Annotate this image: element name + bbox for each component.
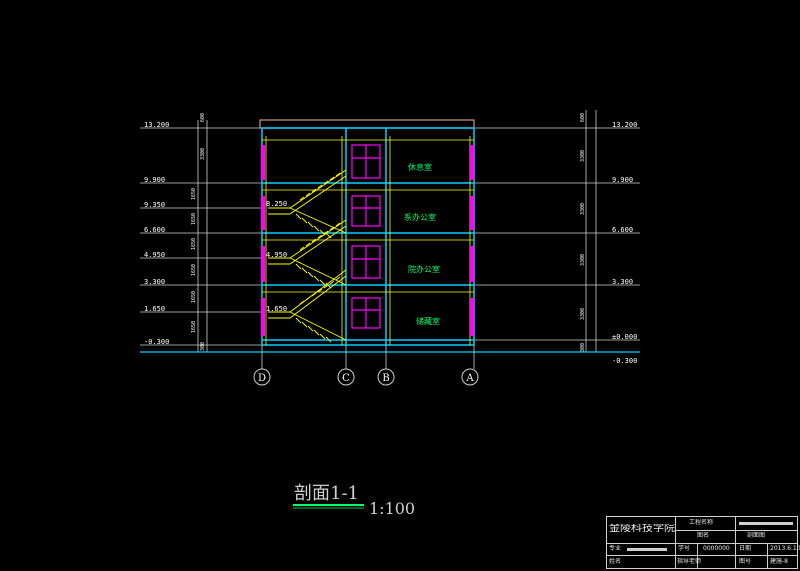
stair-flights xyxy=(268,169,347,343)
dim-right-5: 3300 xyxy=(580,308,586,320)
school-name: 金陵科技学院 xyxy=(609,524,675,532)
label-teacher: 指导老师 xyxy=(677,558,702,565)
left-dimension-chain xyxy=(140,120,262,352)
landing-level-1: 8.250 xyxy=(266,200,287,208)
label-name: 姓名 xyxy=(609,558,622,565)
level-left-2: 9.900 xyxy=(144,176,165,184)
dim-left-5: 1650 xyxy=(191,238,197,250)
level-right-2: 9.900 xyxy=(612,176,633,184)
level-left-7: 1.650 xyxy=(144,305,165,313)
level-left-5: 4.950 xyxy=(144,251,165,259)
student-no-value: 0000000 xyxy=(703,545,730,552)
landing-level-3: 1.650 xyxy=(266,305,287,313)
level-left-6: 3.300 xyxy=(144,278,165,286)
axis-label-c: C xyxy=(342,373,350,384)
level-left-8: -0.300 xyxy=(144,338,169,346)
roof-slab xyxy=(259,119,475,129)
label-drawing-no: 图号 xyxy=(739,558,752,565)
room-label-dept-office: 系办公室 xyxy=(404,212,436,222)
axis-circle-a xyxy=(461,368,479,386)
building-frame xyxy=(261,127,475,346)
level-right-3: 6.600 xyxy=(612,226,633,234)
label-project: 工程名称 xyxy=(689,519,714,526)
dim-right-3: 3300 xyxy=(580,203,586,215)
label-drawing: 图名 xyxy=(697,532,710,539)
section-title: 剖面1-1 xyxy=(294,483,359,504)
axis-circle-d xyxy=(253,368,271,386)
level-left-1: 13.200 xyxy=(144,121,169,129)
dim-right-2: 3300 xyxy=(580,150,586,162)
dim-left-2: 3300 xyxy=(200,148,206,160)
major-value xyxy=(627,548,667,551)
title-block: 金陵科技学院 工程名称 图名 剖面图 专业 学号 0000000 日期 2013… xyxy=(606,516,800,569)
level-right-6: -0.300 xyxy=(612,357,637,365)
dim-left-7: 1650 xyxy=(191,291,197,303)
section-scale: 1:100 xyxy=(369,499,415,518)
dim-right-6: 300 xyxy=(580,343,586,352)
room-label-college-office: 院办公室 xyxy=(408,264,440,274)
level-right-4: 3.300 xyxy=(612,278,633,286)
axis-circle-b xyxy=(377,368,395,386)
drawing-no-value: 建施-8 xyxy=(770,558,788,565)
dim-left-6: 1650 xyxy=(191,264,197,276)
level-right-5: ±0.000 xyxy=(612,333,637,341)
dim-left-8: 1650 xyxy=(191,321,197,333)
landing-level-2: 4.950 xyxy=(266,251,287,259)
dim-right-1: 600 xyxy=(580,113,586,122)
label-date: 日期 xyxy=(739,545,752,552)
axis-label-a: A xyxy=(465,373,474,384)
level-left-3: 9.350 xyxy=(144,201,165,209)
wall-sections xyxy=(261,145,474,336)
dim-left-3: 1650 xyxy=(191,188,197,200)
windows xyxy=(351,144,381,329)
room-label-rest: 休息室 xyxy=(408,162,432,172)
label-student-no: 学号 xyxy=(678,545,691,552)
axis-circle-c xyxy=(337,368,355,386)
axis-label-d: D xyxy=(258,373,266,384)
dim-left-4: 1650 xyxy=(191,213,197,225)
dim-left-9: 300 xyxy=(200,342,206,351)
axis-label-b: B xyxy=(382,373,389,384)
drawing-value: 剖面图 xyxy=(747,532,766,539)
date-value: 2013.6.10 xyxy=(770,545,800,552)
axis-markers xyxy=(253,368,479,386)
axis-lines xyxy=(261,345,475,369)
level-right-1: 13.200 xyxy=(612,121,637,129)
project-value xyxy=(739,522,793,525)
label-major: 专业 xyxy=(609,545,622,552)
room-label-storage: 储藏室 xyxy=(416,316,440,326)
level-left-4: 6.600 xyxy=(144,226,165,234)
dim-right-4: 3300 xyxy=(580,254,586,266)
dim-left-1: 600 xyxy=(200,113,206,122)
